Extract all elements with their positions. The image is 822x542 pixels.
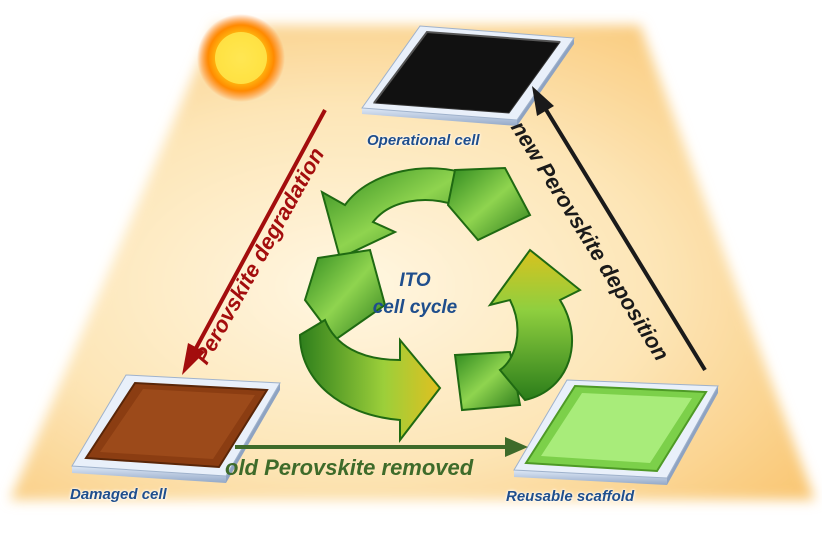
removed-label: old Perovskite removed <box>225 455 474 480</box>
center-subtitle: cell cycle <box>372 297 458 318</box>
damaged-cell-label: Damaged cell <box>70 486 167 503</box>
removed-arrow <box>235 437 528 457</box>
reusable-scaffold-label: Reusable scaffold <box>506 488 635 505</box>
degradation-arrow <box>182 109 327 375</box>
operational-cell-label: Operational cell <box>367 132 480 149</box>
reusable-scaffold-icon <box>513 379 719 485</box>
damaged-cell-icon <box>71 374 281 483</box>
recycle-icon <box>298 166 582 443</box>
center-title: ITO <box>399 270 431 291</box>
operational-cell-icon <box>361 25 575 126</box>
deposition-arrow <box>532 86 707 372</box>
